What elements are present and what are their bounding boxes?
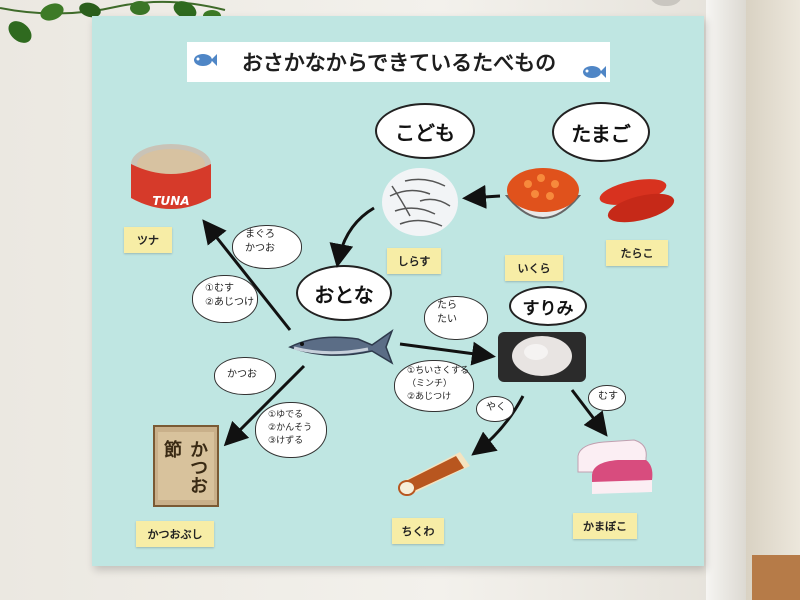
note-musu: むす — [588, 385, 626, 411]
note-line: ②かんそう — [268, 423, 313, 433]
note-katsuobushi-process: ①ゆでる ②かんそう ③けずる — [255, 402, 327, 458]
label-ikura: いくら — [505, 255, 563, 281]
fish-icon — [583, 66, 606, 78]
poster-title: おさかなからできているたべもの — [241, 51, 557, 75]
heading-otona: おとな — [296, 265, 392, 321]
note-line: かつお — [245, 243, 275, 254]
kamaboko-image — [577, 439, 653, 494]
door — [746, 0, 800, 600]
tuna-can-image — [131, 144, 211, 209]
note-tara-tai: たら たい — [424, 296, 488, 340]
note-yaku: やく — [476, 396, 514, 422]
note-line: ①むす — [205, 283, 234, 294]
note-surimi-process: ①ちいさくする （ミンチ） ②あじつけ — [394, 360, 474, 412]
note-line: ②あじつけ — [205, 297, 254, 308]
note-line: まぐろ — [245, 229, 275, 240]
note-line: たい — [437, 314, 457, 325]
heading-surimi: すりみ — [509, 286, 587, 326]
katsuobushi-package-image — [153, 425, 219, 507]
ikura-image — [504, 168, 582, 219]
tarako-image — [599, 179, 675, 223]
tuna-can-text: TUNA — [152, 194, 190, 208]
label-shirasu: しらす — [387, 248, 441, 274]
floor — [752, 555, 800, 600]
fish-image — [288, 328, 394, 365]
title-strip — [187, 42, 610, 82]
note-line: ③けずる — [268, 436, 304, 446]
label-tarako: たらこ — [606, 240, 668, 266]
door-frame — [706, 0, 746, 600]
note-katsuo: かつお — [214, 357, 276, 395]
label-katsuobushi: かつおぶし — [136, 521, 214, 547]
label-chikuwa: ちくわ — [392, 518, 444, 544]
label-tsuna: ツナ — [124, 227, 172, 253]
chikuwa-image — [398, 452, 470, 496]
label-kamaboko: かまぼこ — [573, 513, 637, 539]
heading-tamago: たまご — [552, 102, 650, 162]
note-line: たら — [437, 300, 457, 311]
note-line: ②あじつけ — [407, 392, 452, 402]
wall-fixture — [648, 0, 684, 6]
shirasu-image — [382, 168, 458, 236]
heading-kodomo: こども — [375, 103, 475, 159]
note-line: （ミンチ） — [407, 379, 453, 389]
package-text: かつお節 — [161, 440, 208, 494]
note-line: ①ゆでる — [268, 410, 304, 420]
note-tuna-process: ①むす ②あじつけ — [192, 275, 258, 323]
fish-icon — [194, 54, 217, 66]
note-line: ①ちいさくする — [407, 366, 470, 376]
surimi-image — [498, 332, 586, 382]
note-maguro-katsuo: まぐろ かつお — [232, 225, 302, 269]
